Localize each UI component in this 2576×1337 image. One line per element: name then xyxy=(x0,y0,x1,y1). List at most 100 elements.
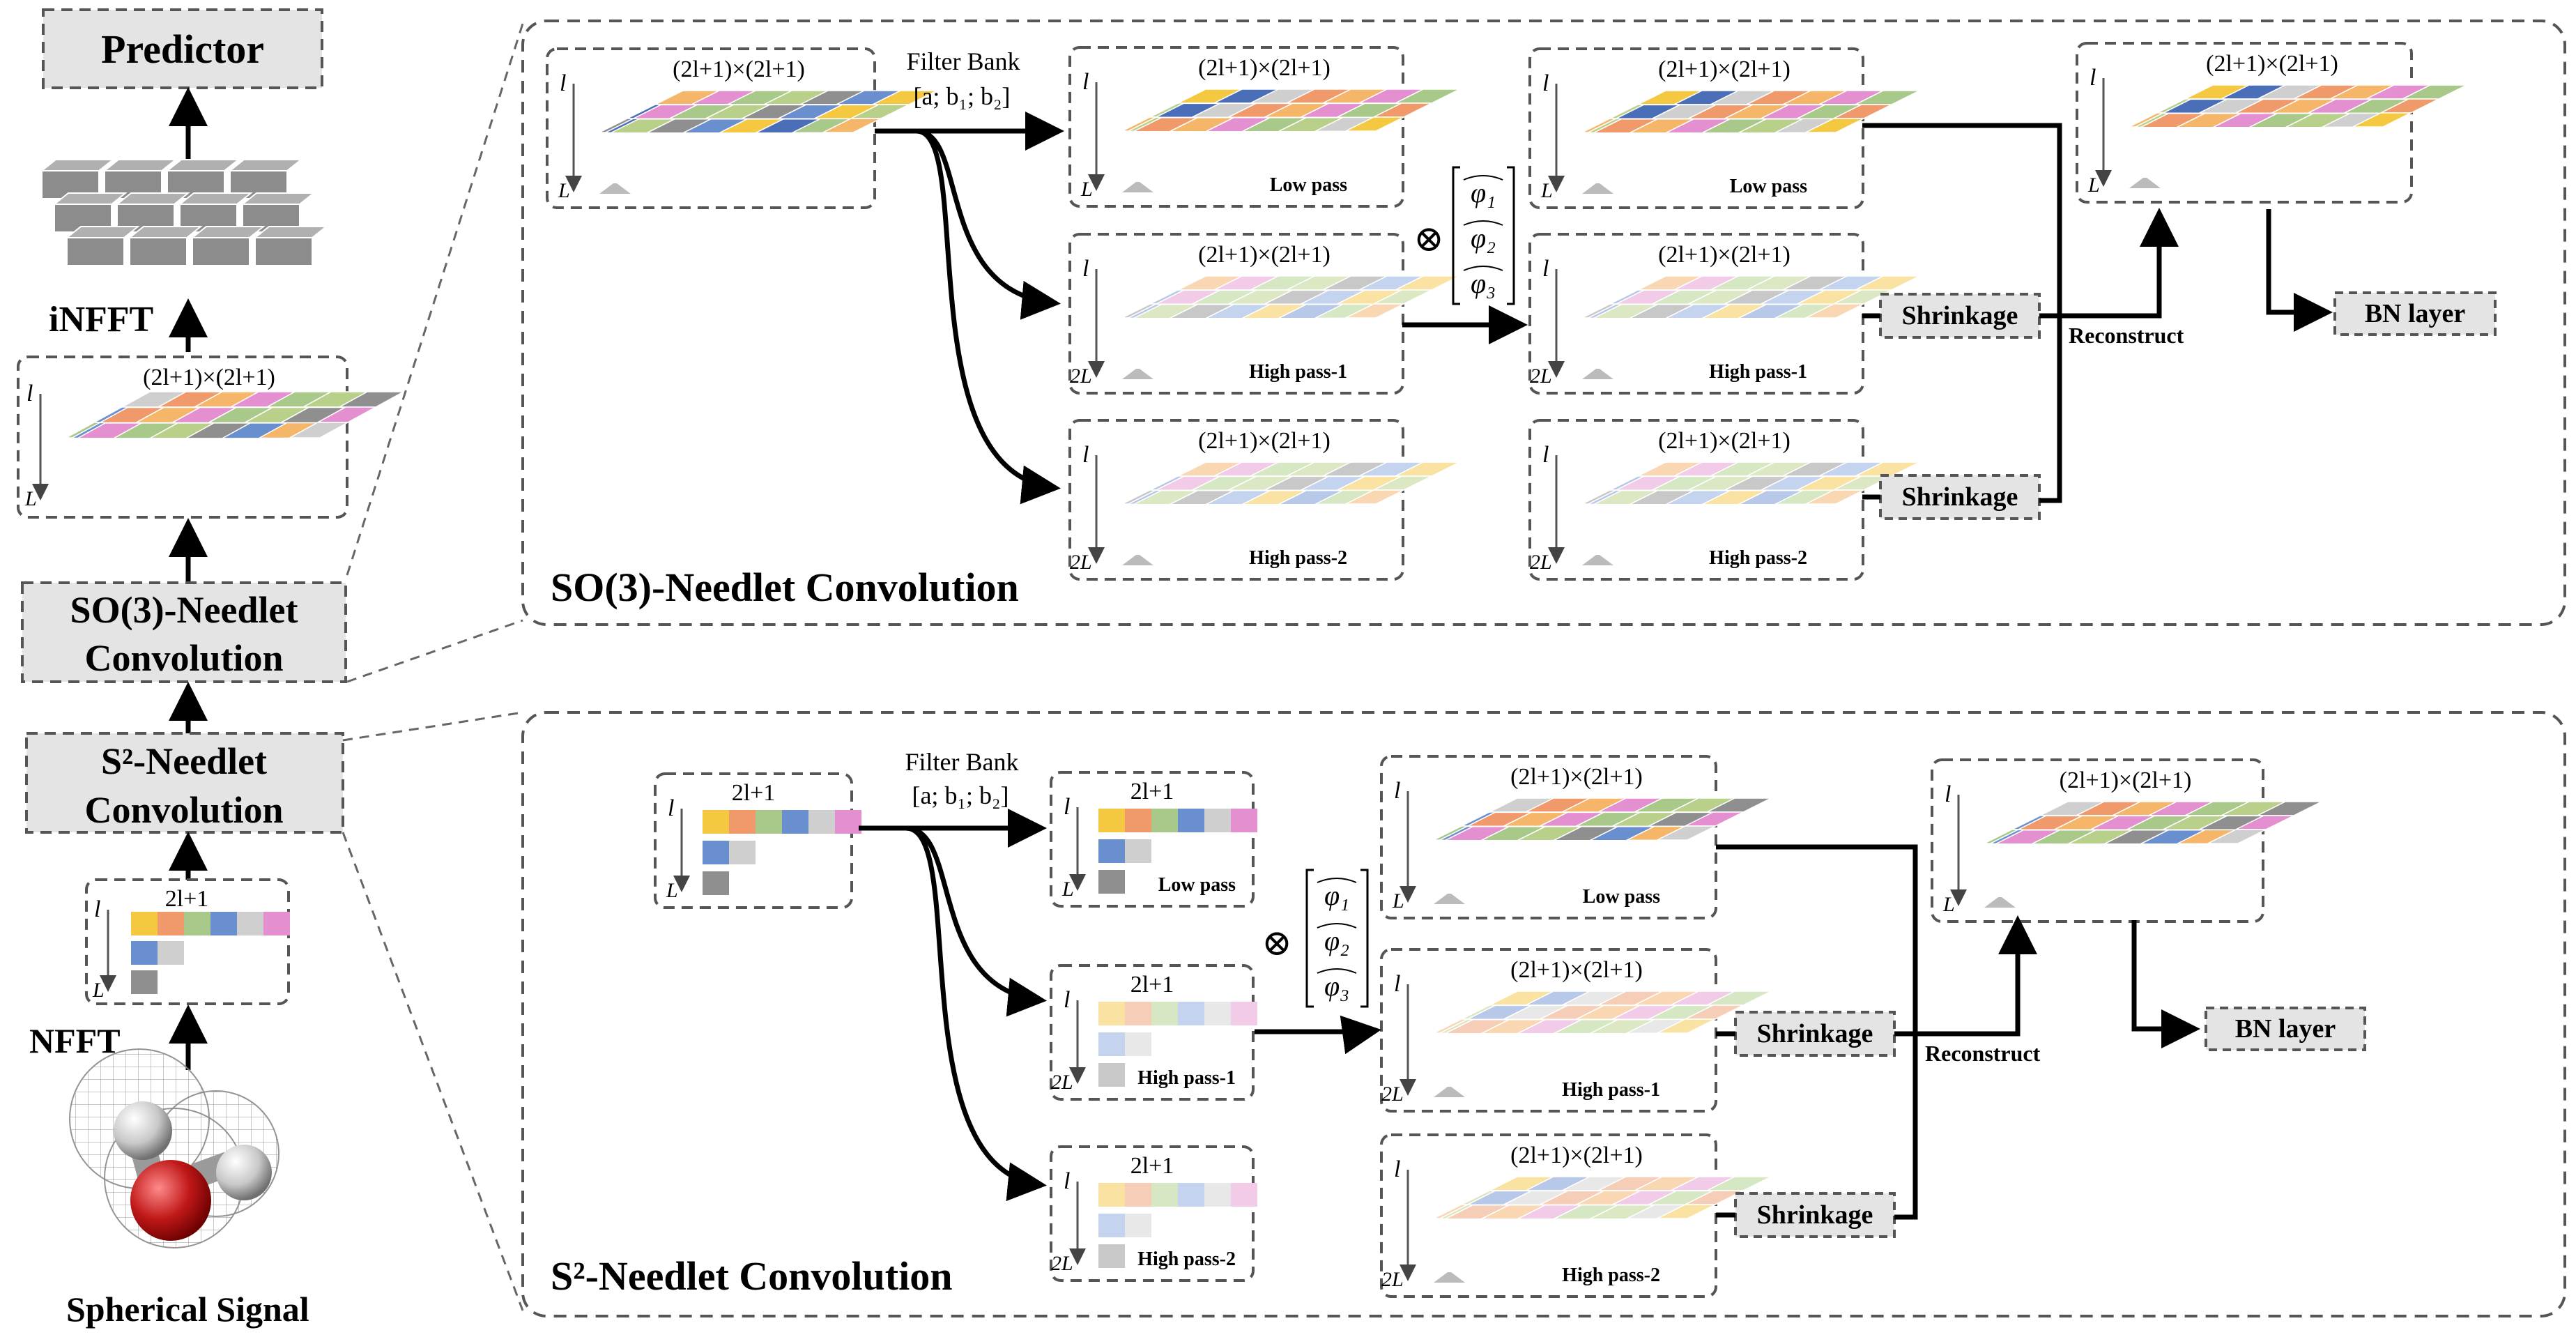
s2-otimes: ⊗ xyxy=(1262,924,1292,963)
vector-cell xyxy=(1231,809,1257,832)
axis-bottom-label: L xyxy=(1080,178,1093,201)
pass-label: High pass-1 xyxy=(1562,1079,1660,1101)
mosaic-tail xyxy=(1984,897,2016,908)
so3-filter-bank-label: Filter Bank xyxy=(907,47,1020,75)
axis-top-label: l xyxy=(26,381,33,406)
dim-label: (2l+1)×(2l+1) xyxy=(1198,55,1331,81)
axis-bottom-label: 2L xyxy=(1381,1083,1404,1106)
cube-top xyxy=(228,159,303,171)
left-vector-box xyxy=(85,878,290,1005)
vector-cell xyxy=(756,810,782,834)
vector-cell xyxy=(131,941,158,965)
mosaic-cell xyxy=(2285,113,2350,128)
vector-cell xyxy=(131,912,158,935)
axis-bottom-label: 2L xyxy=(1070,551,1092,574)
axis-top-label: l xyxy=(1542,256,1549,282)
vector-cell xyxy=(1204,1183,1231,1207)
cube-top xyxy=(165,159,240,171)
mosaic-cell xyxy=(1278,117,1343,132)
vector-cell xyxy=(1098,1244,1125,1268)
cube-top xyxy=(40,159,115,171)
mosaic-tail xyxy=(2129,178,2161,188)
so3-phi-3: φ₃ xyxy=(1471,268,1496,299)
s2-shrinkage-1: Shrinkage xyxy=(1734,1011,1896,1057)
axis-top-label: l xyxy=(1064,1168,1070,1194)
vector-cell xyxy=(1098,1214,1125,1237)
vector-cell xyxy=(1125,1183,1151,1207)
s2-shrinkage-2: Shrinkage xyxy=(1734,1192,1896,1238)
axis-bottom-label: 2L xyxy=(1530,551,1552,574)
s2-filter-bank-label: Filter Bank xyxy=(905,748,1019,776)
s2-filter-arrows xyxy=(859,809,1047,1201)
so3-otimes: ⊗ xyxy=(1413,220,1444,259)
left-feature-box xyxy=(17,356,348,519)
feature-box-border xyxy=(1528,47,1864,209)
dim-label: (2l+1)×(2l+1) xyxy=(1510,1143,1643,1168)
mosaic-cell xyxy=(1589,826,1655,841)
molecule-icon xyxy=(69,1048,279,1248)
pass-label: Low pass xyxy=(1270,174,1347,196)
feature-box-border xyxy=(1068,419,1404,581)
cube xyxy=(192,237,250,266)
vector-cell xyxy=(1125,839,1151,863)
vector-cell xyxy=(703,841,729,864)
cube-top xyxy=(115,192,190,205)
axis-bottom-label: 2L xyxy=(1070,365,1092,388)
so3-block-line1: SO(3)-Needlet xyxy=(70,589,298,631)
feature-box-border xyxy=(1050,964,1255,1101)
axis-top-label: l xyxy=(1064,794,1070,820)
dim-label: (2l+1)×(2l+1) xyxy=(143,365,275,390)
vector-cell xyxy=(1125,1002,1151,1025)
cube-stack-icon xyxy=(40,159,328,266)
so3-shrinkage-1-label: Shrinkage xyxy=(1902,301,2018,330)
vector-cell xyxy=(158,912,184,935)
cube-top xyxy=(128,226,203,238)
feature-box-border xyxy=(546,47,876,209)
cube xyxy=(254,237,313,266)
vector-cell xyxy=(1231,1183,1257,1207)
vector-cell xyxy=(1098,809,1125,832)
axis-top-label: l xyxy=(1082,69,1089,95)
vector-cell xyxy=(703,871,729,895)
vector-cell xyxy=(1151,1002,1178,1025)
feature-box-border xyxy=(1380,755,1717,919)
so3-bn-layer-label: BN layer xyxy=(2365,299,2466,328)
dim-label: (2l+1)×(2l+1) xyxy=(1658,428,1791,454)
dim-label: (2l+1)×(2l+1) xyxy=(2060,767,2192,793)
feature-box-border xyxy=(1528,233,1864,395)
pass-label: Low pass xyxy=(1583,886,1660,908)
so3-reconstruct-lines xyxy=(1862,123,2179,503)
so3-lowpass-map: (2l+1)×(2l+1) lL Low pass xyxy=(1068,46,1460,208)
s2-phi-3: φ₃ xyxy=(1324,970,1349,1002)
cube-top xyxy=(52,192,128,205)
axis-bottom-label: 2L xyxy=(1051,1252,1073,1275)
so3-output-map: (2l+1)×(2l+1)lL xyxy=(2076,42,2467,204)
nfft-label: NFFT xyxy=(29,1021,121,1060)
vector-cell xyxy=(1231,1002,1257,1025)
so3-shrinkage-2: Shrinkage xyxy=(1879,474,2041,520)
cube-top xyxy=(240,192,316,205)
mosaic-cell xyxy=(2140,830,2205,845)
so3-block-line2: Convolution xyxy=(84,637,283,679)
s2-shrinkage-2-label: Shrinkage xyxy=(1757,1200,1873,1230)
feature-box-border xyxy=(1050,1145,1255,1282)
pass-label: High pass-1 xyxy=(1709,361,1807,383)
dim-label: (2l+1)×(2l+1) xyxy=(673,56,805,82)
vector-cell xyxy=(703,810,729,834)
cube xyxy=(66,237,125,266)
feature-box-border xyxy=(654,772,853,909)
mosaic-cell xyxy=(755,119,820,134)
infft-label: iNFFT xyxy=(49,300,153,339)
predictor-box: Predictor xyxy=(42,8,323,89)
s2-phi-1: φ₁ xyxy=(1324,880,1349,911)
s2-phi-vector: φ₁ φ₂ φ₃ xyxy=(1305,869,1369,1008)
axis-top-label: l xyxy=(1394,1156,1400,1182)
